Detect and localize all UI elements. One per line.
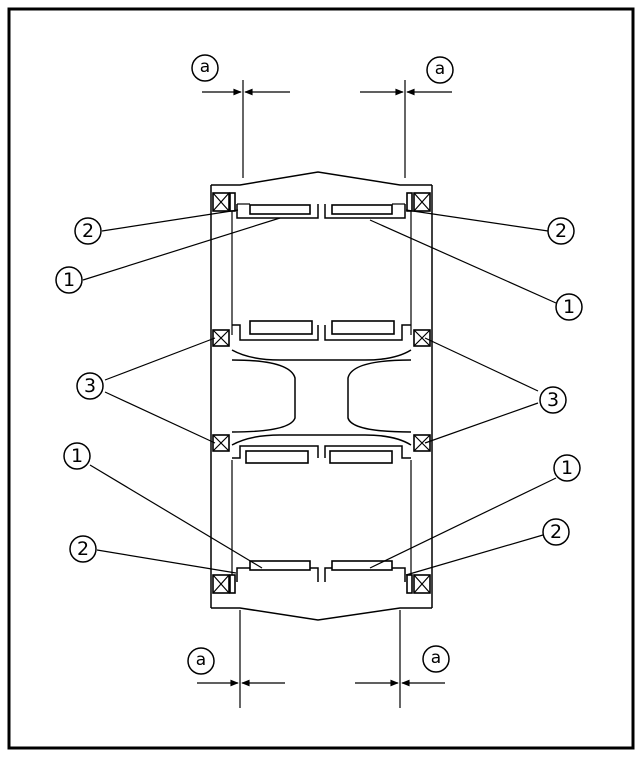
svg-text:1: 1 — [63, 269, 75, 291]
label-3-right: 3 — [539, 386, 567, 414]
svg-text:2: 2 — [555, 220, 567, 242]
leader-lines — [82, 209, 557, 576]
label-3-left: 3 — [76, 372, 104, 400]
label-1-bottom-right: 1 — [553, 454, 581, 482]
label-a-top-right: a — [426, 56, 454, 84]
svg-text:2: 2 — [82, 220, 94, 242]
label-1-top-left: 1 — [55, 266, 83, 294]
label-2-top-left: 2 — [74, 217, 102, 245]
svg-text:a: a — [196, 650, 206, 670]
mid-lower-bearing-row — [212, 434, 431, 464]
central-hub — [231, 349, 412, 446]
svg-text:1: 1 — [561, 457, 573, 479]
label-a-bottom-right: a — [422, 645, 450, 673]
dimension-a-markers — [197, 80, 452, 708]
svg-text:a: a — [435, 59, 445, 79]
svg-text:a: a — [431, 648, 441, 668]
svg-text:1: 1 — [71, 445, 83, 467]
outer-border — [7, 7, 635, 750]
top-bearing-row — [212, 192, 431, 219]
label-1-top-right: 1 — [555, 293, 583, 321]
svg-text:1: 1 — [563, 296, 575, 318]
label-a-top-left: a — [191, 54, 219, 82]
svg-text:2: 2 — [550, 521, 562, 543]
svg-text:3: 3 — [84, 375, 96, 397]
housing — [210, 171, 433, 621]
label-a-bottom-left: a — [187, 647, 215, 675]
svg-text:a: a — [200, 57, 210, 77]
svg-text:2: 2 — [77, 538, 89, 560]
label-1-bottom-left: 1 — [63, 442, 91, 470]
svg-text:3: 3 — [547, 389, 559, 411]
label-2-bottom-left: 2 — [69, 535, 97, 563]
bottom-bearing-row — [212, 560, 431, 594]
label-2-top-right: 2 — [547, 217, 575, 245]
label-2-bottom-right: 2 — [542, 518, 570, 546]
mid-upper-bearing-row — [212, 320, 431, 347]
